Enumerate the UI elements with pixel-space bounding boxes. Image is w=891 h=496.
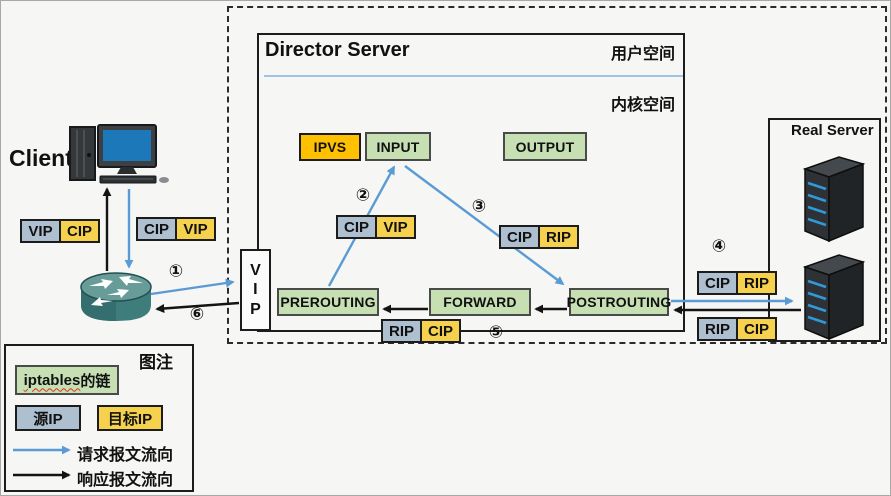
dest-ip-cell: CIP [59, 219, 100, 243]
ip-pair-cip-rip-realserver: CIP RIP [697, 271, 777, 295]
step-3-marker: ③ [471, 196, 487, 216]
client-label: Client [9, 145, 73, 171]
step-5-marker: ⑤ [488, 322, 504, 342]
real-server-label: Real Server [791, 122, 874, 139]
dest-ip-cell: RIP [538, 225, 579, 249]
ip-pair-rip-cip-realserver: RIP CIP [697, 317, 777, 341]
ip-pair-cip-vip-director: CIP VIP [336, 215, 416, 239]
user-kernel-divider [264, 75, 683, 77]
dest-ip-cell: VIP [375, 215, 416, 239]
legend-chain-zh: 的链 [80, 372, 111, 390]
packet-flow-boundary-box [227, 6, 887, 344]
kernel-space-label: 内核空间 [611, 97, 676, 114]
step-1-marker: ① [168, 261, 184, 281]
postrouting-chain-box: POSTROUTING [567, 288, 671, 316]
server-icon [802, 254, 866, 341]
source-ip-cell: CIP [136, 217, 175, 241]
legend-source-ip-swatch: 源IP [15, 405, 81, 431]
legend-request-label: 请求报文流向 [77, 447, 174, 464]
source-ip-cell: VIP [20, 219, 59, 243]
server-icon [802, 156, 866, 243]
vip-letter: I [253, 281, 258, 299]
vip-interface-box: V I P [240, 249, 271, 331]
ipvs-box: IPVS [299, 133, 361, 161]
legend-dest-ip-swatch: 目标IP [97, 405, 163, 431]
client-computer-icon [69, 124, 169, 184]
request-arrow-router-to-vip [150, 278, 235, 296]
prerouting-chain-box: PREROUTING [277, 288, 379, 316]
step-6-marker: ⑥ [189, 304, 205, 324]
director-server-box [257, 33, 685, 332]
dest-ip-cell: VIP [175, 217, 216, 241]
source-ip-cell: RIP [381, 319, 420, 343]
legend-response-label: 响应报文流向 [77, 472, 174, 489]
user-space-label: 用户空间 [611, 46, 676, 63]
legend-box [4, 344, 194, 492]
source-ip-cell: RIP [697, 317, 736, 341]
director-title: Director Server [265, 39, 410, 61]
forward-chain-box: FORWARD [429, 288, 531, 316]
legend-chain-en: iptables [23, 371, 81, 389]
dest-ip-cell: CIP [420, 319, 461, 343]
source-ip-cell: CIP [697, 271, 736, 295]
ip-pair-cip-rip-director: CIP RIP [499, 225, 579, 249]
dest-ip-cell: CIP [736, 317, 777, 341]
output-chain-box: OUTPUT [503, 132, 587, 161]
dest-ip-cell: RIP [736, 271, 777, 295]
ip-pair-vip-cip: VIP CIP [20, 219, 100, 243]
ip-pair-cip-vip: CIP VIP [136, 217, 216, 241]
vip-letter: V [250, 261, 261, 279]
router-icon [80, 272, 152, 321]
source-ip-cell: CIP [336, 215, 375, 239]
source-ip-cell: CIP [499, 225, 538, 249]
vip-letter: P [250, 300, 261, 318]
legend-title: 图注 [139, 353, 173, 372]
input-chain-box: INPUT [365, 132, 431, 161]
ip-pair-rip-cip-response: RIP CIP [381, 319, 461, 343]
step-2-marker: ② [355, 185, 371, 205]
step-4-marker: ④ [711, 236, 727, 256]
